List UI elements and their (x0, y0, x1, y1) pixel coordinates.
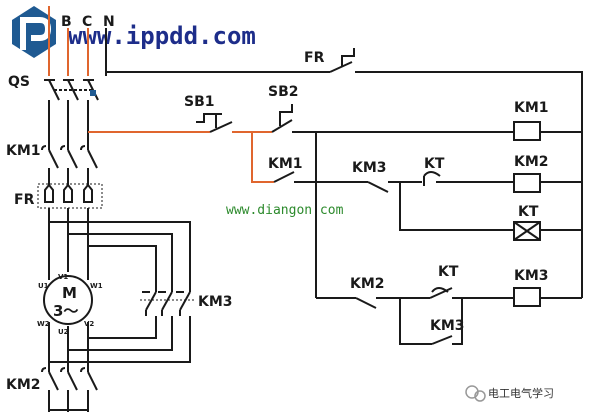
fr-overload-box (37, 183, 103, 209)
terminal-w2: W2 (37, 320, 50, 328)
kt-coil-branch (399, 182, 514, 231)
terminal-v2: V2 (84, 320, 94, 328)
coil-km3 (513, 287, 541, 307)
sb1-actuator (196, 113, 222, 128)
coil-km3-label: KM3 (514, 268, 549, 284)
phase-b-label: B (61, 14, 72, 30)
km2-main-contacts-label: KM2 (6, 377, 41, 393)
km3-nc-contact (316, 181, 400, 193)
kt-nc-contact-label: KT (424, 156, 445, 172)
motor-symbol (43, 275, 93, 325)
coil-km2 (513, 173, 541, 193)
km1-main-contacts (41, 145, 98, 185)
sb2-label: SB2 (268, 84, 299, 100)
km1-hold-contact (273, 171, 316, 183)
coil-kt (513, 221, 541, 241)
wechat-watermark: 电工电气学习 (465, 385, 554, 402)
km3-hold-contact-label: KM3 (430, 318, 465, 334)
watermark-site-url: www.ippdd.com (68, 22, 256, 50)
wechat-account-name: 电工电气学习 (488, 386, 554, 400)
km3-main-contacts-label: KM3 (198, 294, 233, 310)
qs-isolator-switch (44, 79, 99, 150)
terminal-w1: W1 (90, 282, 103, 290)
sb1-stop-button (205, 121, 252, 133)
km3-hold-contact (399, 298, 463, 345)
km1-hold-branch (251, 132, 274, 183)
kt-no-contact (400, 287, 514, 299)
kt-no-contact-label: KT (438, 264, 459, 280)
sb1-label: SB1 (184, 94, 215, 110)
fr-main-label: FR (14, 192, 35, 208)
coil-return-wires (540, 131, 582, 299)
terminal-u1: U1 (38, 282, 49, 290)
motor-phase-symbol: 3～ (53, 302, 78, 320)
fr-control-contact-label: FR (304, 50, 325, 66)
km2-nc-contact-label: KM2 (350, 276, 385, 292)
watermark-mid-url: www.diangon.com (226, 203, 344, 218)
terminal-v1: V1 (58, 273, 68, 281)
km2-star-contacts (41, 367, 98, 412)
km2-nc-contact (316, 297, 400, 309)
supply-leads (48, 6, 89, 76)
km3-nc-contact-label: KM3 (352, 160, 387, 176)
coil-km1 (490, 121, 541, 141)
coil-km2-label: KM2 (514, 154, 549, 170)
terminal-u2: U2 (58, 328, 69, 336)
neutral-bus (106, 71, 583, 298)
coil-km1-label: KM1 (514, 100, 549, 116)
km1-hold-contact-label: KM1 (268, 156, 303, 172)
qs-handle-marker (90, 90, 96, 96)
site-logo (12, 6, 56, 58)
coil-kt-label: KT (518, 204, 539, 220)
fr-control-contact (329, 48, 355, 73)
km3-delta-contacts (140, 291, 196, 316)
kt-nc-contact (400, 171, 514, 186)
fr-thermal-elements (44, 184, 93, 280)
motor-letter: M (62, 284, 77, 302)
qs-label: QS (8, 74, 30, 90)
km1-main-contacts-label: KM1 (6, 143, 41, 159)
phase-c-label: C (82, 14, 92, 30)
delta-connection-wires (48, 72, 191, 372)
neutral-label: N (103, 14, 115, 30)
